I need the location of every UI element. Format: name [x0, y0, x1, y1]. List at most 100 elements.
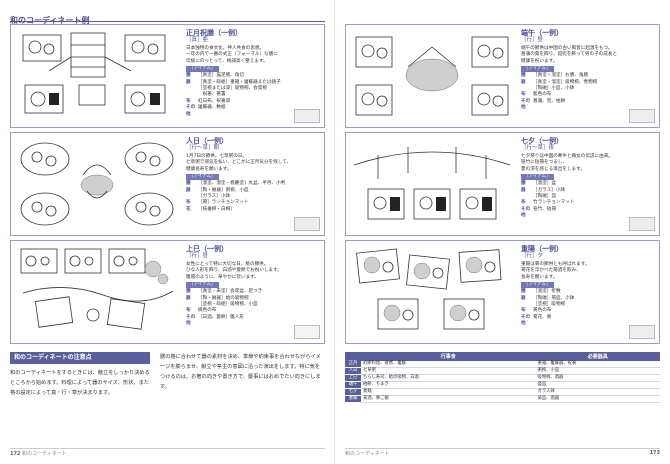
item-row: 祝箸、箸置 — [186, 92, 322, 98]
item-row: その他屠蘇器、敷紙 — [186, 105, 322, 118]
table-cell: 素麺 — [361, 388, 536, 396]
left-page: 和のコーディネート例 正月祝膳（一例） ［真］亜 日本独特の食文化。神人共食の思… — [10, 16, 325, 457]
new-year-table-illustration — [22, 32, 166, 114]
item-value: ［陶磁］皿 — [533, 194, 556, 200]
item-value: ［真塗・朱塗］会席盆、足つき — [198, 289, 263, 295]
description-line: 雛壇のように、華やかに装います。 — [186, 274, 259, 280]
item-key: その他 — [186, 105, 196, 117]
description-line: 1月7日の節供。七草粥の日。 — [186, 154, 247, 159]
item-row: 布 黄色の布 — [521, 308, 657, 314]
item-value: 菊花、栗 — [533, 314, 552, 320]
table-cell: ガラス鉢 — [535, 388, 660, 396]
item-value: 菖蒲、兜、柏餅 — [533, 98, 566, 104]
item-key: 布 — [521, 308, 526, 314]
item-row: 膳［溜塗］折敷 — [521, 289, 657, 295]
item-key: その他 — [186, 314, 196, 327]
item-value: ［塗椀］吸物椀 — [533, 302, 566, 308]
item-value: ［ガラス］小鉢 — [198, 194, 231, 200]
description-line: 女性にとって特に大切な日。桃の節供。 — [186, 262, 269, 267]
section-description: 正月祝膳（一例） ［真］亜 日本独特の食文化。神人共食の思想。 一年の内で一番の… — [186, 29, 322, 125]
table-cell: 重箱、屠蘇器、祝箸 — [535, 361, 660, 368]
item-row: 器［真塗・蒔絵］重箱・屠蘇器または銚子 — [186, 80, 322, 86]
item-value: 黄色の布 — [533, 308, 552, 314]
item-row: 布紅白布、祝箸袋 — [186, 99, 322, 105]
item-row: ［塗椀または漆］吸物椀、会席椀 — [186, 86, 322, 92]
table-cell: 菊酒、栗ご飯 — [361, 395, 536, 403]
section-subtitle: ［行］夕 — [521, 253, 544, 259]
description-line: 端午の節供は中国の古い風習に起源をもつ。 — [521, 46, 613, 51]
table-cell: 粥椀、小皿 — [535, 367, 660, 375]
item-key: 膳 — [521, 181, 526, 187]
table-cell: ちらし寿司、蛤の吸物、白酒 — [361, 374, 536, 382]
table-header-cell: 行事食 — [361, 352, 536, 361]
item-key: 布 — [186, 200, 191, 206]
items-heading: ［アイテム］ — [186, 66, 219, 73]
item-value: 竹ランチョンマット — [533, 200, 575, 206]
item-value: ［真塗・溜塗］吸物椀、煮物椀 — [533, 79, 598, 85]
item-key: 布 — [186, 308, 191, 314]
section-title: 人日（一例） — [186, 137, 228, 145]
table-row-label: 端午 — [345, 381, 361, 389]
item-value: 屠蘇器、敷紙 — [198, 105, 226, 111]
section-description: 重陽（一例） ［行］夕 重陽は菊の節供とも呼ばれます。 菊花を浮かべた菊酒を飲み… — [521, 245, 657, 341]
photo-thumbnail — [629, 217, 655, 231]
description-line: 夏の涼を感じる演出をします。 — [521, 166, 585, 172]
item-row: 器 ［真塗・溜塗］吸物椀、煮物椀 — [521, 80, 657, 86]
item-row: 花 ［枝垂柳・白梅］ — [186, 207, 322, 213]
table-cell: お節料理、雑煮、屠蘇 — [361, 361, 536, 368]
festival-table: 行事食 必要器具 正月お節料理、雑煮、屠蘇重箱、屠蘇器、祝箸 人日七草粥粥椀、小… — [345, 352, 660, 403]
item-row: 布 藍色の布 — [521, 92, 657, 98]
item-value: 笹竹、短冊 — [533, 206, 556, 212]
page-header-title: 和のコーディネート例 — [10, 16, 90, 25]
item-row: 器［陶磁］菊皿、小鉢 — [521, 296, 657, 302]
item-value: ［陶磁］菊皿、小鉢 — [533, 295, 575, 301]
item-row: その他菖蒲、兜、柏餅 — [521, 99, 657, 112]
table-row-label: 重陽 — [345, 395, 361, 403]
table-row: 七夕素麺ガラス鉢 — [345, 388, 660, 396]
photo-thumbnail — [629, 109, 655, 123]
table-header-cell: 必要器具 — [535, 352, 660, 361]
section-subtitle: ［真］亜 — [186, 37, 209, 43]
section-subtitle: ［行］昼 — [186, 253, 209, 259]
item-key: 器 — [186, 295, 191, 301]
footer-text: 和のコーディネート — [22, 451, 67, 457]
tips-title: 和のコーディネートの注意点 — [10, 352, 150, 364]
item-value: ［真塗・溜塗］お膳、角膳 — [533, 73, 589, 79]
table-row: 上巳ちらし寿司、蛤の吸物、白酒吸物椀、酒器 — [345, 374, 660, 382]
table-cell: 吸物椀、酒器 — [535, 374, 660, 382]
item-key: 布 — [521, 92, 526, 98]
item-row: その他菊花、栗 — [521, 315, 657, 328]
table-header-row: 行事食 必要器具 — [345, 352, 660, 361]
item-key: 花 — [186, 206, 191, 212]
items-heading: ［アイテム］ — [186, 174, 219, 181]
item-row: 膳［溜塗、溜塗・春慶塗］丸盆、半月、小判 — [186, 181, 322, 187]
description-line: 健康を祝います。 — [521, 58, 558, 64]
description-line: 笹竹に短冊をつるし、 — [521, 160, 567, 166]
item-row: 布竹ランチョンマット — [521, 200, 657, 206]
item-row: その他［白酒、菱餅］雛人形 — [186, 315, 322, 328]
item-value: ［塗椀または漆］吸物椀、会席椀 — [198, 86, 267, 92]
table-row-label: 上巳 — [345, 374, 361, 382]
item-row: ［塗椀・蒔絵］吸物椀、小皿 — [186, 302, 322, 308]
item-key: 膳 — [521, 289, 526, 295]
item-value: ［麻］ランチョンマット — [198, 200, 249, 206]
table-row: 正月お節料理、雑煮、屠蘇重箱、屠蘇器、祝箸 — [345, 361, 660, 368]
section-tango: 端午（一例） ［行］昼 端午の節供は中国の古い風習に起源をもつ。 菖蒲の葉を飾り… — [345, 24, 660, 128]
section-title: 重陽（一例） — [521, 245, 563, 253]
item-value: 藍色の布 — [533, 92, 552, 98]
description-line: 長寿を願います。 — [521, 274, 558, 280]
item-value: ［陶・磁器］蛤の吸物椀 — [198, 295, 249, 301]
item-key: 膳 — [186, 181, 191, 187]
table-header-cell — [345, 352, 361, 361]
photo-thumbnail — [294, 109, 320, 123]
description-line: 伝統にのっとって、格調高く整えます。 — [186, 58, 268, 64]
item-key: 器 — [521, 79, 526, 85]
page-footer: 和のコーディネート 173 — [345, 448, 660, 458]
page-number: 172 — [10, 451, 21, 457]
item-value: ［陶・磁器］粥椀、小皿 — [198, 187, 249, 193]
item-value: ［陶磁］小皿、小鉢 — [533, 86, 575, 92]
item-value: ［溜塗］盆 — [533, 181, 556, 187]
section-description: 上巳（一例） ［行］昼 女性にとって特に大切な日。桃の節供。 ひな人形を飾り、白… — [186, 245, 322, 341]
item-value: ［枝垂柳・白梅］ — [198, 206, 235, 212]
item-key: 膳 — [521, 73, 526, 79]
